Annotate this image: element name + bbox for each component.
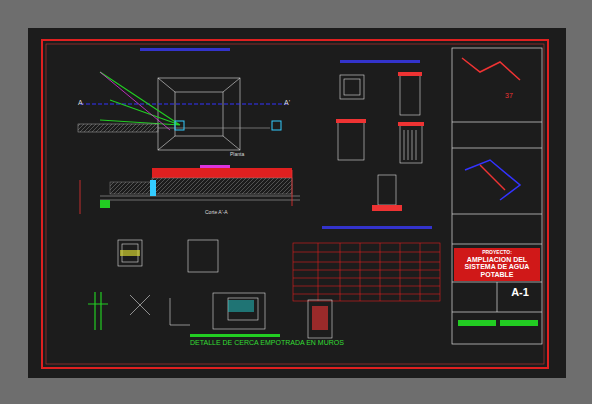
section-mark: A'	[284, 99, 290, 107]
sheet-id-box: A-1	[500, 284, 540, 301]
section-mark: A	[78, 99, 83, 107]
box-text: A-1	[502, 286, 538, 298]
sheet-number: 37	[505, 92, 513, 100]
view-label: Corte A'-A	[205, 210, 228, 216]
project-box: PROYECTO:AMPLIACION DEL SISTEMA DE AGUA …	[454, 248, 540, 281]
box-text: AMPLIACION DEL SISTEMA DE AGUA POTABLE	[456, 256, 538, 279]
box-text: PROYECTO:	[456, 250, 538, 256]
view-label: Planta	[230, 152, 244, 158]
caption: DETALLE DE CERCA EMPOTRADA EN MUROS	[190, 339, 344, 347]
